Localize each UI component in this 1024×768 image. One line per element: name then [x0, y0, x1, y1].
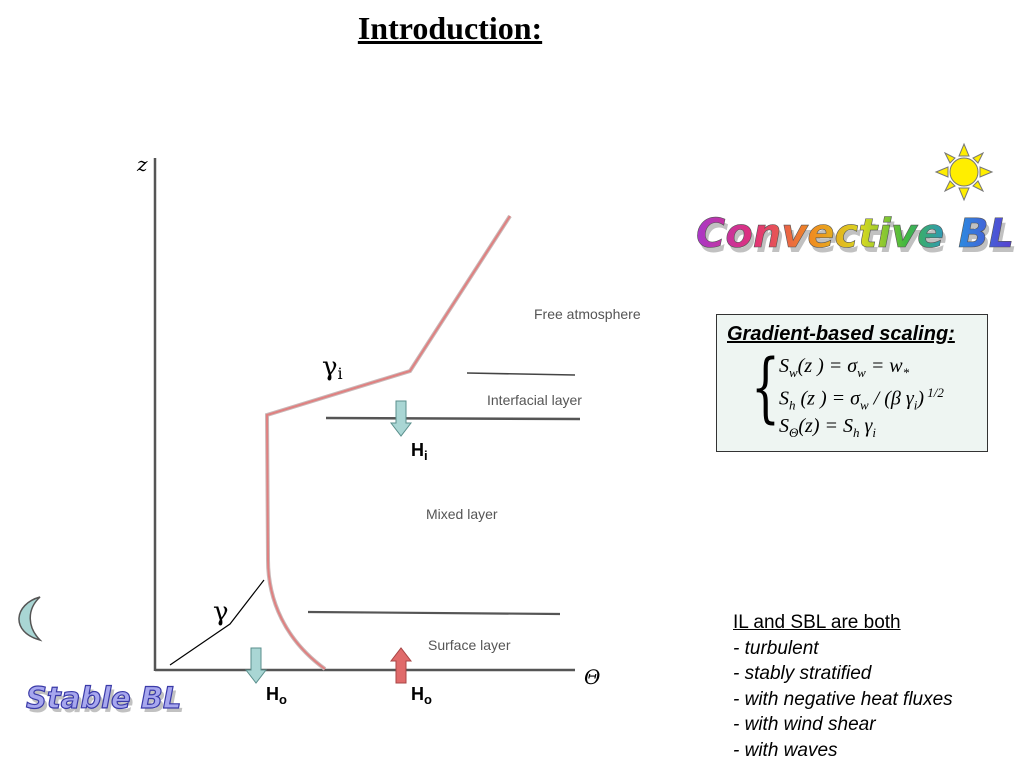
gradient-scaling-box: Gradient-based scaling: { Sw(z ) = σw = … — [716, 314, 988, 452]
interfacial-layer-label: Interfacial layer — [487, 392, 582, 408]
theta-axis-label: Θ — [584, 665, 600, 689]
profile-shadow — [264, 214, 512, 671]
brace-symbol: { — [751, 342, 781, 431]
stable-bl-title: Stable BL — [26, 681, 181, 715]
heat-flux-arrow-down-icon — [389, 400, 413, 437]
sun-icon — [934, 142, 994, 202]
slide-title: Introduction: — [357, 10, 543, 46]
equation-sw: Sw(z ) = σw = w* — [779, 355, 910, 380]
convective-bl-title: Convective BL — [696, 211, 1014, 257]
list-item: - with waves — [733, 739, 838, 761]
interfacial-top-line — [466, 372, 576, 376]
notes-list: IL and SBL are both - turbulent - stably… — [733, 610, 1018, 763]
equation-stheta: SΘ(z) = Sh γi — [779, 415, 877, 440]
surface-flux-arrow-up-icon — [389, 647, 413, 684]
mixed-layer-label: Mixed layer — [426, 506, 498, 522]
surface-flux-arrow-down-icon — [244, 647, 268, 684]
free-atmosphere-label: Free atmosphere — [534, 306, 641, 322]
hi-label: Hi — [411, 440, 428, 463]
moon-icon — [18, 596, 43, 642]
gamma-label: γ — [213, 597, 229, 627]
surface-top-line — [307, 610, 561, 616]
ho-up-label: Ho — [411, 684, 432, 707]
scaling-box-title: Gradient-based scaling: — [727, 323, 955, 345]
interfacial-bottom-line — [325, 416, 581, 421]
equation-sh: Sh (z ) = σw / (β γi) 1/2 — [779, 385, 944, 413]
stable-bl-shadow: Stable BL — [29, 685, 184, 719]
list-item: - stably stratified — [733, 663, 872, 684]
stable-profile-line — [169, 579, 265, 666]
ho-down-label: Ho — [266, 684, 287, 707]
convective-bl-shadow: Convective BL — [699, 216, 1017, 262]
list-item: - with wind shear — [733, 714, 876, 735]
gamma-i-label: γi — [322, 352, 343, 383]
theta-profile-line — [265, 215, 511, 670]
notes-title: IL and SBL are both — [733, 612, 901, 633]
surface-layer-label: Surface layer — [428, 637, 511, 653]
list-item: - with negative heat fluxes — [733, 688, 953, 710]
list-item: - turbulent — [733, 637, 819, 659]
z-axis-label: z — [136, 152, 148, 176]
